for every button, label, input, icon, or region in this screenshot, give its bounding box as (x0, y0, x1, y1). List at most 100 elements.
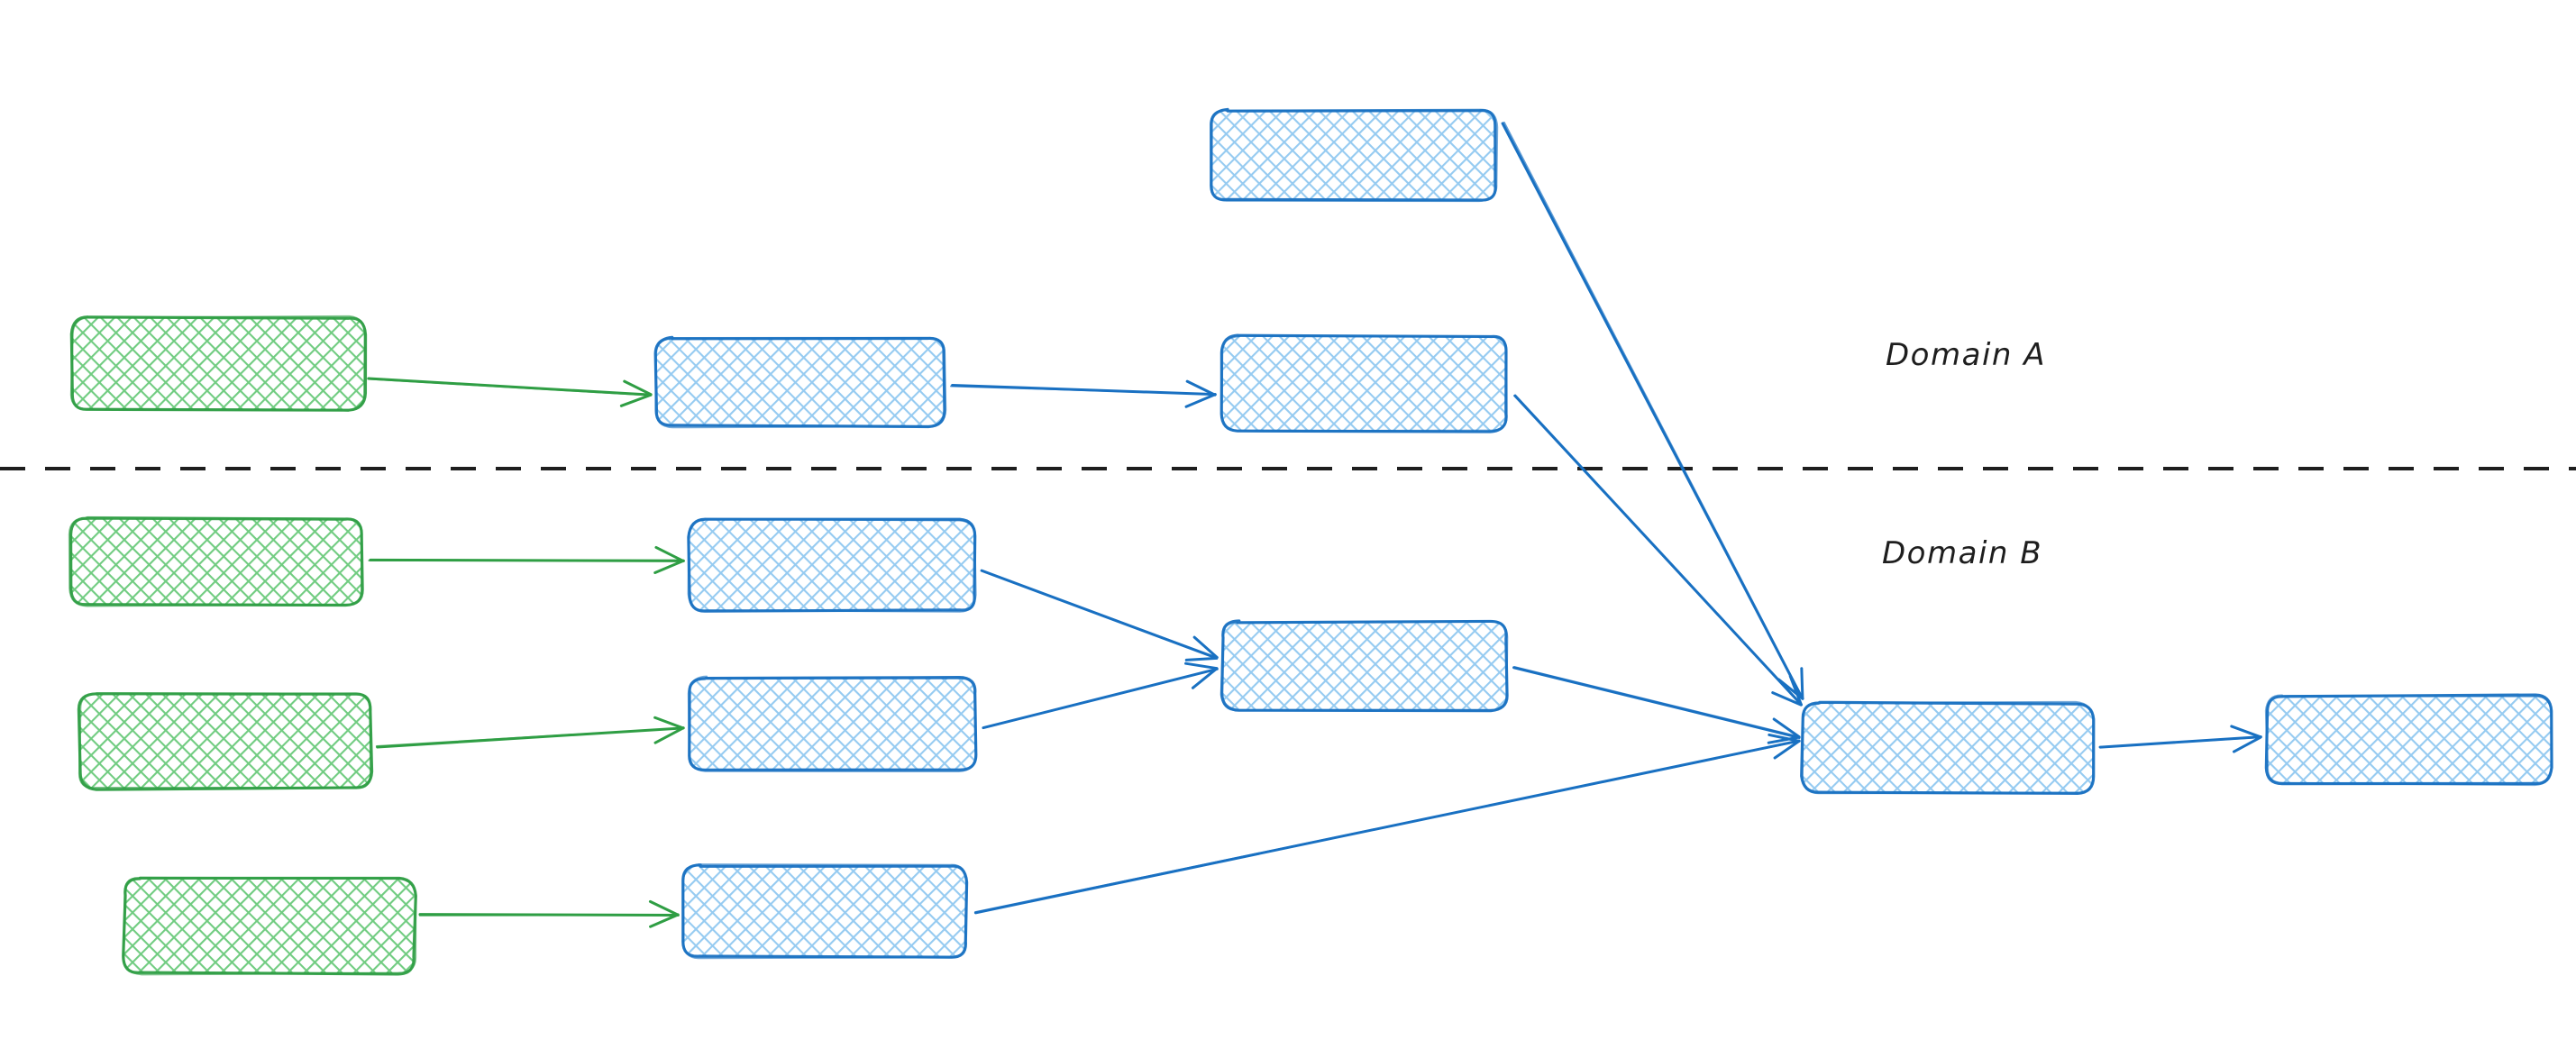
edge-arrowhead (649, 913, 680, 928)
edge-shaft (418, 914, 680, 917)
node-fill (689, 519, 976, 612)
edge-arrowhead (1800, 667, 1804, 700)
edge-arrowhead (1191, 667, 1219, 689)
node-outline (78, 692, 372, 789)
edge-b_a1-to-b_a2[interactable] (949, 379, 1217, 408)
node-hit-b_out[interactable] (2267, 696, 2551, 784)
node-hit-b_top[interactable] (1210, 110, 1496, 200)
edge-shaft (974, 740, 1800, 914)
edge-arrowhead (1192, 635, 1219, 660)
edge-arrowhead (653, 726, 685, 744)
edge-arrowhead (1767, 735, 1801, 744)
node-outline (1219, 620, 1509, 712)
node-hit-b_mid[interactable] (1222, 622, 1507, 710)
edge-b_conv-to-b_out[interactable] (2098, 725, 2262, 753)
edge-shaft (982, 570, 1218, 659)
edge-shaft (2098, 736, 2262, 748)
node-outline (687, 517, 977, 613)
edge-b_a2-to-b_conv[interactable] (1513, 394, 1803, 707)
node-hit-g2[interactable] (70, 518, 362, 606)
node-b_a1[interactable] (653, 335, 947, 429)
node-b_a2[interactable] (1219, 333, 1508, 433)
edge-shaft (367, 378, 652, 397)
edge-arrowhead (654, 545, 685, 562)
node-outline (687, 675, 978, 773)
edge-b_b3-to-b_conv[interactable] (973, 733, 1801, 915)
node-b_mid[interactable] (1219, 619, 1509, 713)
node-b_conv[interactable] (1800, 700, 2096, 795)
edge-arrowhead (653, 716, 685, 730)
node-g1[interactable] (69, 315, 368, 412)
edge-g3-to-b_b2[interactable] (375, 716, 685, 749)
edge-arrowhead (1771, 691, 1803, 707)
node-g4[interactable] (122, 876, 417, 976)
edge-g2-to-b_b1[interactable] (368, 545, 685, 574)
node-fill (682, 864, 967, 958)
node-hit-b_b1[interactable] (690, 520, 975, 611)
node-fill (78, 694, 372, 789)
edge-shaft (1503, 121, 1804, 699)
node-outline (681, 863, 968, 960)
node-fill (1803, 702, 2094, 794)
edge-arrowhead (1768, 733, 1801, 743)
edge-shaft (949, 385, 1216, 396)
node-outline (2264, 694, 2553, 787)
node-outline (1801, 700, 2095, 795)
node-hit-g4[interactable] (124, 879, 415, 973)
node-fill (2266, 695, 2552, 785)
node-b_b1[interactable] (687, 517, 977, 613)
edge-b_b1-to-b_mid[interactable] (980, 569, 1219, 661)
edge-b_b2-to-b_mid[interactable] (982, 661, 1219, 730)
node-outline (68, 515, 363, 607)
node-g2[interactable] (68, 515, 364, 607)
edge-b_mid-to-b_conv[interactable] (1512, 666, 1801, 744)
edge-arrowhead (1184, 393, 1217, 408)
domain-b-label: Domain B (1882, 535, 2043, 571)
node-hit-g3[interactable] (79, 694, 371, 789)
node-g3[interactable] (77, 692, 374, 791)
edge-arrowhead (653, 559, 685, 574)
edge-shaft (1513, 666, 1801, 738)
edge-arrowhead (1773, 739, 1801, 760)
node-outline (69, 315, 366, 411)
edge-b_top-to-b_conv[interactable] (1501, 121, 1804, 700)
node-b_top[interactable] (1210, 107, 1499, 203)
domain-a-label: Domain A (1886, 337, 2046, 373)
edge-g4-to-b_b3[interactable] (418, 899, 680, 928)
edge-arrowhead (1772, 717, 1801, 739)
node-hit-b_conv[interactable] (1803, 703, 2093, 793)
node-b_b3[interactable] (681, 863, 969, 960)
edge-shaft (1513, 395, 1803, 707)
node-fill (689, 677, 976, 771)
node-fill (1221, 335, 1507, 431)
edge-arrowhead (619, 393, 653, 407)
node-b_out[interactable] (2264, 693, 2553, 787)
node-hit-b_b3[interactable] (683, 865, 966, 957)
node-outline (122, 876, 417, 976)
node-hit-b_b2[interactable] (690, 678, 975, 771)
node-fill (69, 518, 362, 606)
node-hit-b_a2[interactable] (1222, 336, 1507, 431)
node-outline (654, 336, 947, 429)
node-fill (71, 317, 366, 411)
edge-arrowhead (1788, 674, 1803, 707)
node-fill (655, 338, 945, 427)
node-outline (1219, 334, 1508, 433)
edge-arrowhead (1184, 661, 1219, 670)
node-hit-g1[interactable] (72, 317, 365, 410)
edge-arrowhead (648, 899, 680, 917)
node-hit-b_a1[interactable] (656, 338, 945, 426)
node-b_b2[interactable] (687, 675, 978, 773)
edge-arrowhead (1185, 379, 1217, 397)
node-outline (1210, 108, 1499, 203)
edge-arrowhead (2232, 735, 2262, 753)
edge-shaft (982, 668, 1219, 729)
edge-arrowhead (1184, 656, 1219, 661)
edge-g1-to-b_a1[interactable] (367, 377, 653, 407)
edge-arrowhead (2230, 725, 2262, 739)
node-fill (1221, 621, 1508, 711)
node-fill (123, 878, 415, 973)
edge-shaft (375, 727, 684, 747)
